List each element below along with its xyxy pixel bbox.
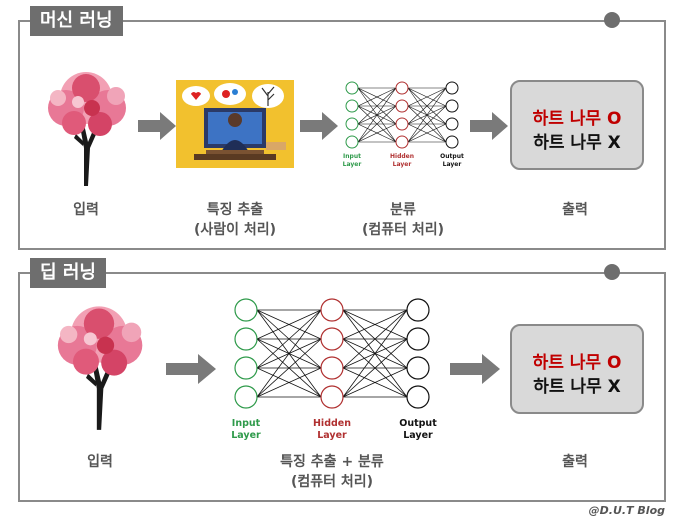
nn-input-label: Layer bbox=[231, 430, 261, 441]
feature-extraction-label: 특징 추출 (사람이 처리) bbox=[166, 200, 304, 240]
nn-connection bbox=[407, 87, 447, 143]
nn-input-node bbox=[234, 385, 258, 409]
input-label: 입력 bbox=[87, 454, 113, 470]
nn-connection bbox=[357, 123, 397, 143]
nn-connection bbox=[407, 87, 447, 125]
nn-hidden-label: Layer bbox=[317, 430, 347, 441]
output-heart-tree-yes: 하트 나무 O bbox=[532, 109, 622, 129]
nn-connection bbox=[357, 87, 397, 125]
output-label: 출력 bbox=[562, 202, 588, 218]
nn-input-node bbox=[345, 135, 359, 149]
panel-dot-icon bbox=[604, 264, 620, 280]
nn-hidden-node bbox=[395, 81, 409, 95]
arrow-right-icon bbox=[470, 112, 508, 140]
nn-connection bbox=[407, 87, 447, 107]
nn-output-node bbox=[445, 81, 459, 95]
nn-connection bbox=[256, 309, 322, 340]
output-label: 출력 bbox=[562, 454, 588, 470]
heart-tree-icon bbox=[57, 306, 143, 430]
feature-extraction-sub: (사람이 처리) bbox=[193, 222, 277, 238]
arrow-right-icon bbox=[450, 354, 500, 384]
nn-output-node bbox=[406, 298, 430, 322]
nn-output-label: Output bbox=[440, 153, 464, 160]
nn-input-node bbox=[345, 81, 359, 95]
nn-input-node bbox=[234, 356, 258, 380]
feature-extraction-title: 특징 추출 + 분류 bbox=[280, 454, 384, 470]
classification-label: 분류 (컴퓨터 처리) bbox=[334, 200, 472, 240]
nn-output-node bbox=[406, 356, 430, 380]
nn-connection bbox=[256, 338, 322, 398]
arrow-right-icon bbox=[166, 354, 216, 384]
nn-input-node bbox=[345, 99, 359, 113]
feature-extraction-title: 특징 추출 bbox=[206, 202, 264, 218]
nn-connection bbox=[357, 105, 397, 143]
output-heart-tree-no: 하트 나무 X bbox=[533, 377, 621, 397]
nn-hidden-node bbox=[395, 99, 409, 113]
nn-connection bbox=[357, 87, 397, 143]
classification-title: 분류 bbox=[390, 202, 416, 218]
nn-connection bbox=[342, 309, 408, 340]
output-heart-tree-no: 하트 나무 X bbox=[533, 133, 621, 153]
nn-output-node bbox=[406, 385, 430, 409]
nn-input-label: Input bbox=[343, 153, 361, 160]
nn-input-node bbox=[234, 327, 258, 351]
output-heart-tree-yes: 하트 나무 O bbox=[532, 353, 622, 373]
nn-output-label: Layer bbox=[403, 430, 433, 441]
deep-learning-title: 딥 러닝 bbox=[30, 258, 106, 288]
nn-output-node bbox=[406, 327, 430, 351]
nn-output-node bbox=[445, 99, 459, 113]
nn-connection bbox=[357, 87, 397, 107]
nn-connection bbox=[256, 309, 322, 398]
feature-extraction-label: 특징 추출 + 분류 (컴퓨터 처리) bbox=[232, 452, 432, 492]
output-box: 하트 나무 O 하트 나무 X bbox=[510, 80, 644, 170]
nn-connection bbox=[256, 367, 322, 398]
nn-output-label: Layer bbox=[443, 161, 462, 168]
nn-connection bbox=[342, 338, 408, 398]
nn-input-label: Layer bbox=[343, 161, 362, 168]
nn-hidden-label: Hidden bbox=[313, 418, 351, 429]
nn-hidden-label: Hidden bbox=[390, 153, 414, 160]
input-label: 입력 bbox=[73, 202, 99, 218]
nn-connection bbox=[342, 367, 408, 398]
nn-hidden-node bbox=[320, 298, 344, 322]
feature-extraction-sub: (컴퓨터 처리) bbox=[290, 474, 374, 490]
nn-connection bbox=[342, 309, 408, 398]
credit-text: @D.U.T Blog bbox=[588, 504, 665, 517]
machine-learning-title: 머신 러닝 bbox=[30, 6, 123, 36]
nn-connection bbox=[342, 309, 408, 369]
nn-connection bbox=[407, 105, 447, 143]
output-box: 하트 나무 O 하트 나무 X bbox=[510, 324, 644, 414]
nn-output-node bbox=[445, 117, 459, 131]
nn-hidden-node bbox=[395, 135, 409, 149]
nn-hidden-node bbox=[320, 385, 344, 409]
nn-hidden-node bbox=[395, 117, 409, 131]
person-at-computer-icon bbox=[176, 80, 294, 168]
arrow-right-icon bbox=[300, 112, 338, 140]
nn-hidden-node bbox=[320, 356, 344, 380]
nn-hidden-node bbox=[320, 327, 344, 351]
nn-input-node bbox=[345, 117, 359, 131]
nn-connection bbox=[256, 309, 322, 369]
arrow-right-icon bbox=[138, 112, 176, 140]
nn-output-node bbox=[445, 135, 459, 149]
classification-sub: (컴퓨터 처리) bbox=[361, 222, 445, 238]
nn-output-label: Output bbox=[399, 418, 437, 429]
heart-tree-icon bbox=[48, 72, 126, 186]
nn-connection bbox=[407, 123, 447, 143]
nn-input-node bbox=[234, 298, 258, 322]
panel-dot-icon bbox=[604, 12, 620, 28]
nn-input-label: Input bbox=[232, 418, 261, 429]
nn-hidden-label: Layer bbox=[393, 161, 412, 168]
